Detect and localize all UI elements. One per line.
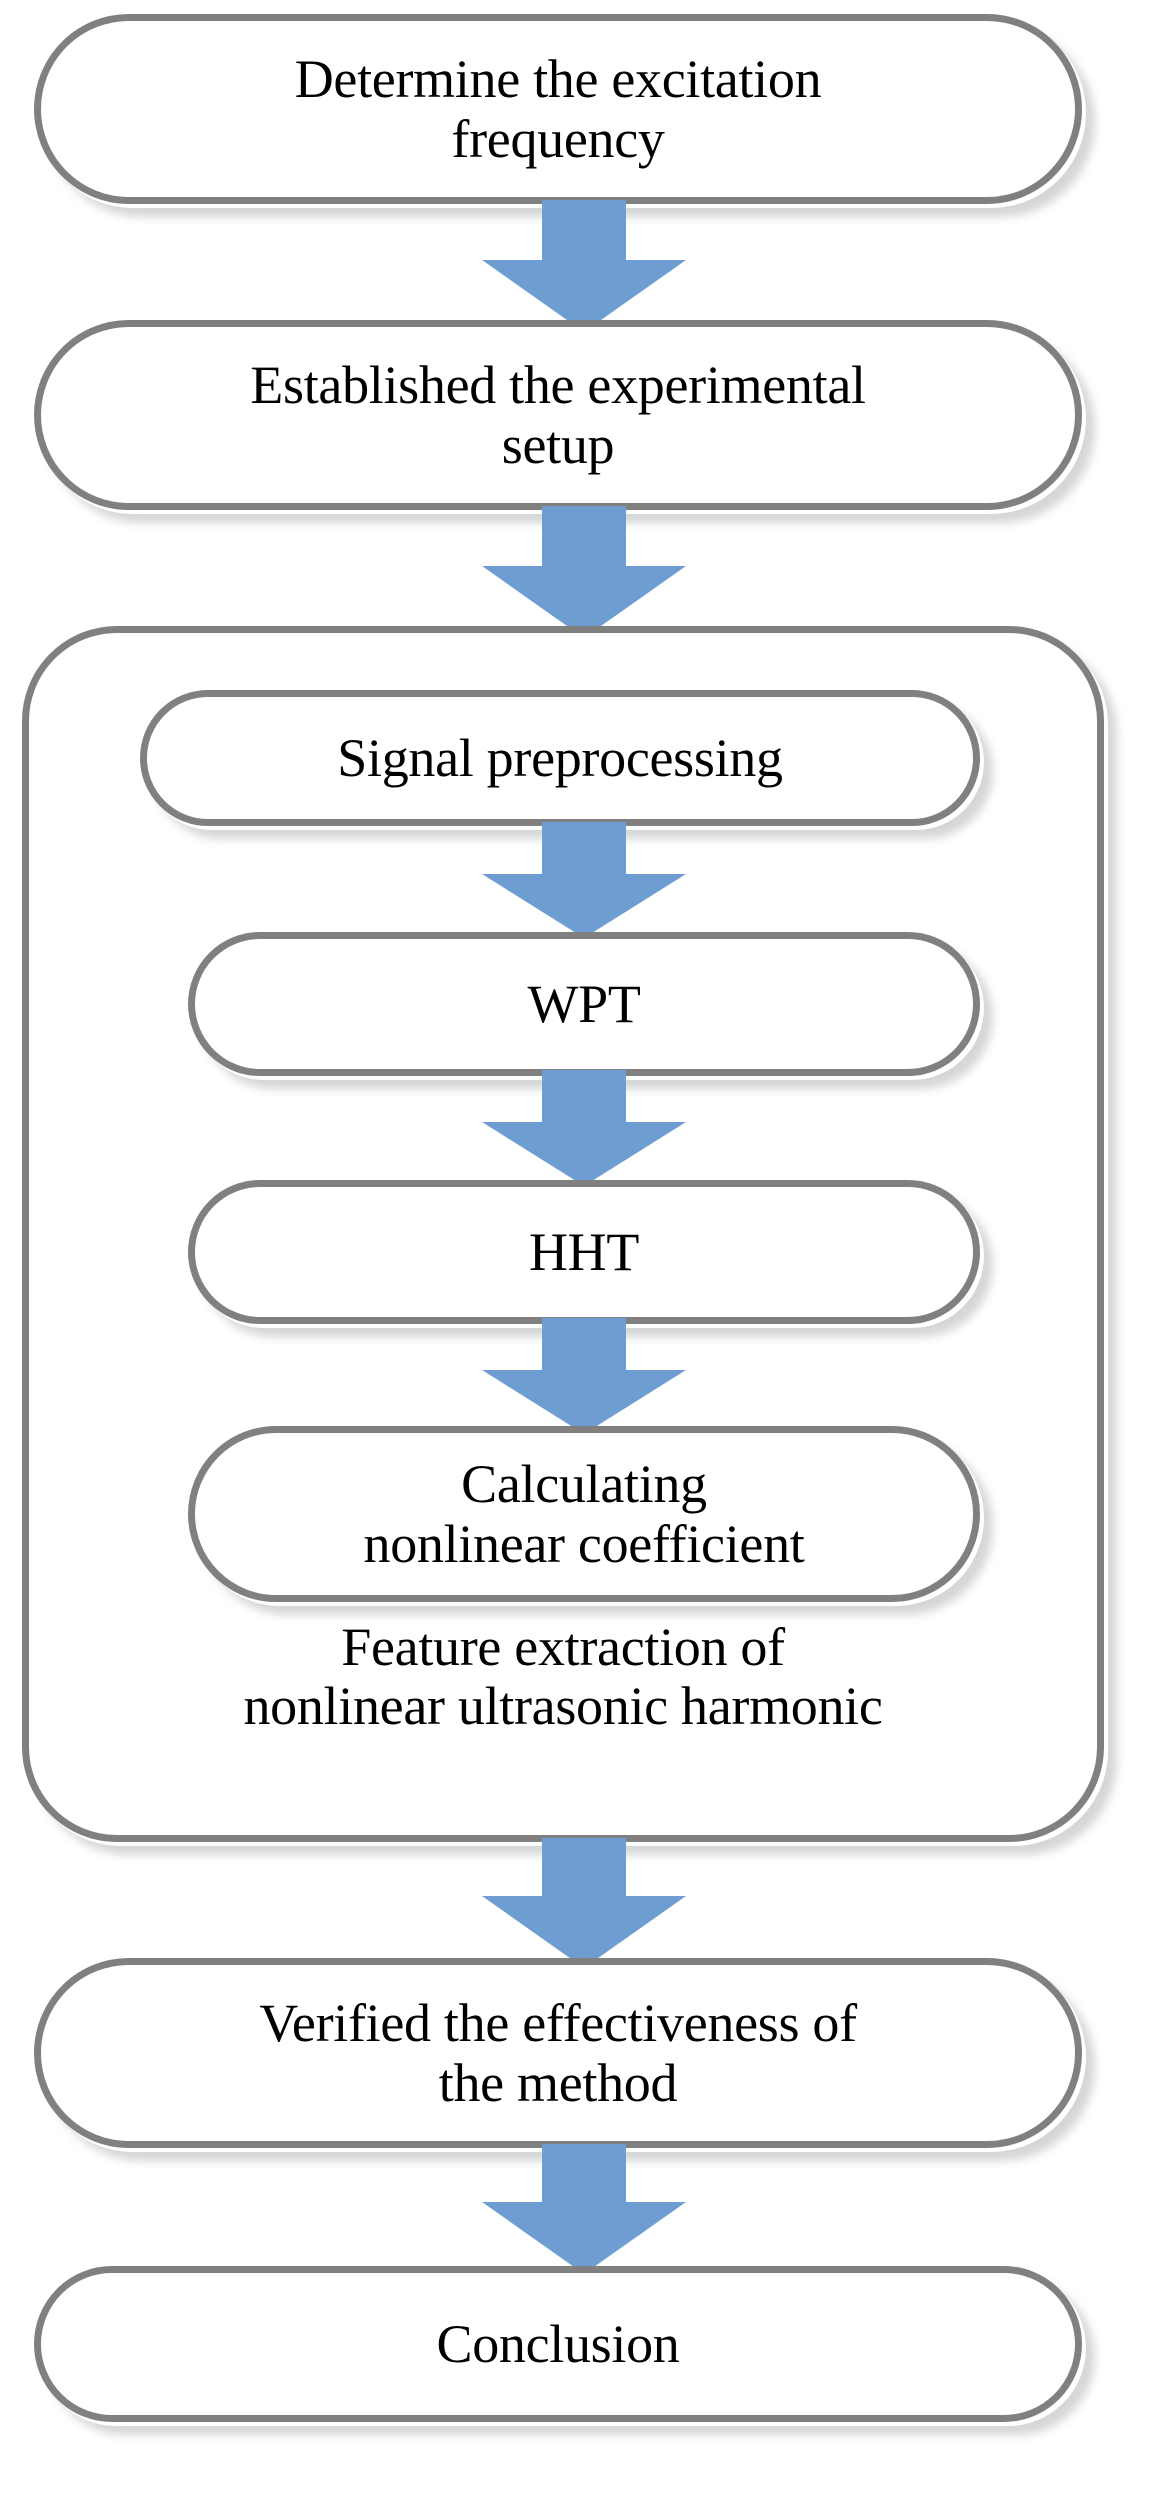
down-arrow-icon-6 (434, 1838, 734, 1968)
node-signal-preprocessing[interactable]: Signal preprocessing (140, 690, 980, 826)
node-signal-preprocessing-label: Signal preprocessing (337, 727, 783, 788)
node-experimental-setup[interactable]: Established the experimental setup (34, 320, 1082, 510)
node-determine-frequency[interactable]: Determine the excitation frequency (34, 14, 1082, 204)
group-caption: Feature extraction of nonlinear ultrason… (243, 1617, 883, 1737)
down-arrow-icon-5 (434, 1318, 734, 1434)
node-verify-method[interactable]: Verified the effectiveness of the method (34, 1958, 1082, 2148)
node-nonlinear-coefficient-label: Calculating nonlinear coefficient (363, 1453, 805, 1574)
down-arrow-icon-2 (434, 506, 734, 638)
node-wpt-label: WPT (527, 973, 641, 1034)
node-verify-method-label: Verified the effectiveness of the method (259, 1992, 857, 2113)
down-arrow-icon-3 (434, 822, 734, 938)
down-arrow-icon-4 (434, 1070, 734, 1186)
node-wpt[interactable]: WPT (188, 932, 980, 1076)
node-conclusion[interactable]: Conclusion (34, 2266, 1082, 2422)
node-hht-label: HHT (528, 1221, 640, 1282)
down-arrow-icon-1 (434, 200, 734, 332)
node-experimental-setup-label: Established the experimental setup (250, 354, 866, 475)
node-determine-frequency-label: Determine the excitation frequency (294, 48, 822, 169)
down-arrow-icon-7 (434, 2144, 734, 2274)
node-nonlinear-coefficient[interactable]: Calculating nonlinear coefficient (188, 1426, 980, 1602)
node-conclusion-label: Conclusion (436, 2313, 680, 2374)
node-hht[interactable]: HHT (188, 1180, 980, 1324)
